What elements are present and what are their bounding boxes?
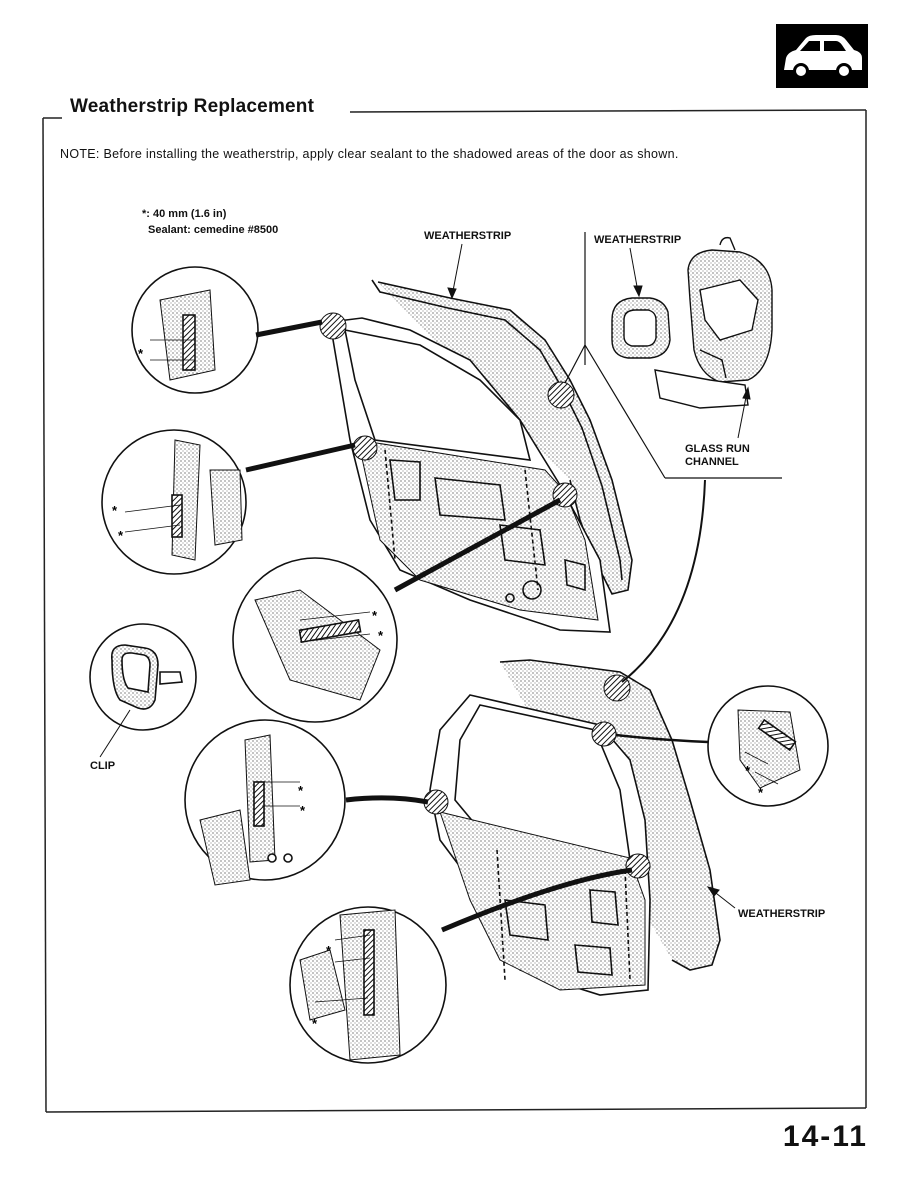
- detail-circle-3: [232, 557, 398, 723]
- section-title: Weatherstrip Replacement: [70, 96, 315, 117]
- weatherstrip-label-inset: WEATHERSTRIP: [594, 234, 682, 246]
- rear-door: [429, 659, 721, 996]
- asterisk-legend: *: 40 mm (1.6 in): [142, 208, 227, 220]
- svg-text:*: *: [745, 763, 751, 778]
- detail-circle-5: [289, 906, 447, 1064]
- svg-text:*: *: [300, 803, 306, 818]
- glass-run-channel-inset: [564, 232, 782, 479]
- svg-text:*: *: [298, 783, 304, 798]
- clip-detail: [89, 623, 197, 731]
- page-number: 14-11: [782, 1120, 868, 1153]
- detail-circle-4: [184, 719, 346, 886]
- detail-circle-6: [707, 685, 829, 807]
- detail-circle-2: [101, 429, 247, 575]
- svg-text:*: *: [112, 503, 118, 518]
- svg-text:*: *: [118, 528, 124, 543]
- installation-note: NOTE: Before installing the weatherstrip…: [60, 147, 679, 161]
- svg-text:*: *: [138, 346, 144, 361]
- svg-text:*: *: [758, 785, 764, 800]
- car-icon: [784, 35, 862, 79]
- weatherstrip-label-rear: WEATHERSTRIP: [738, 908, 826, 920]
- clip-label: CLIP: [90, 760, 116, 772]
- label-arrows: [447, 243, 751, 909]
- sealant-spots-rear: [423, 674, 651, 879]
- svg-text:*: *: [378, 628, 384, 643]
- weatherstrip-label-top: WEATHERSTRIP: [424, 230, 512, 242]
- sealant-legend: Sealant: cemedine #8500: [148, 224, 279, 236]
- section-badge: [776, 24, 868, 88]
- detail-circle-1: [131, 266, 259, 394]
- front-door: [329, 279, 633, 633]
- svg-text:*: *: [326, 943, 332, 958]
- glass-run-label-line2: CHANNEL: [685, 456, 739, 468]
- svg-text:*: *: [372, 608, 378, 623]
- glass-run-label-line1: GLASS RUN: [685, 443, 750, 455]
- svg-text:*: *: [312, 1016, 318, 1031]
